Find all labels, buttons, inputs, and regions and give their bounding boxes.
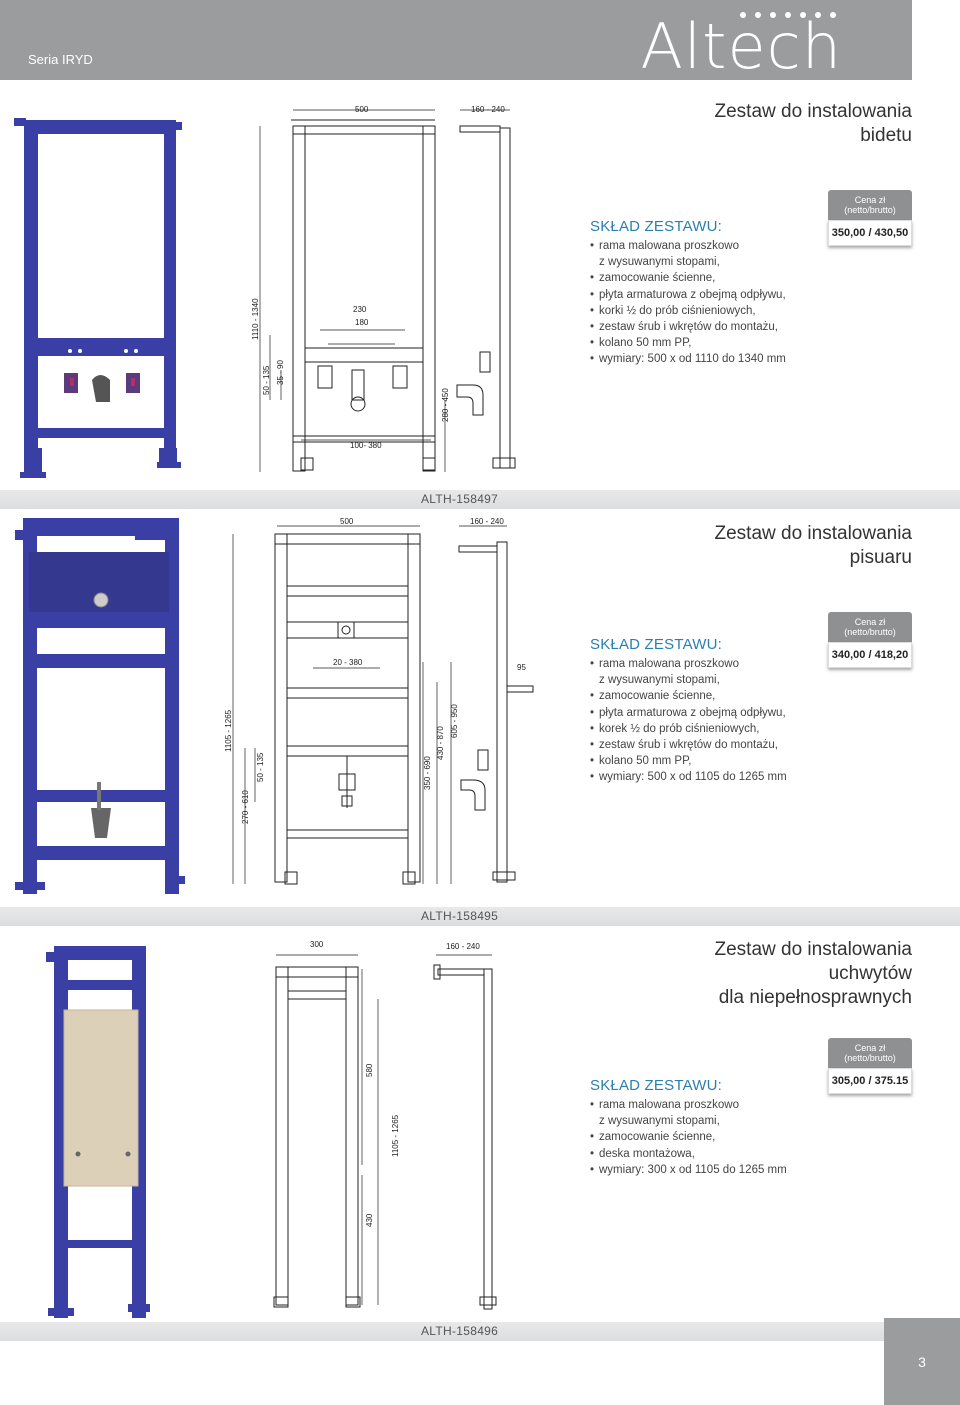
dim-d2: 50 - 135 <box>256 752 265 782</box>
list-item: rama malowana proszkowo <box>590 238 786 254</box>
brand-dots <box>740 12 836 18</box>
dim-height: 1105 - 1265 <box>391 1114 400 1157</box>
bidet-set: SKŁAD ZESTAWU: rama malowana proszkowo z… <box>590 218 786 368</box>
list-item: płyta armaturowa z obejmą odpływu, <box>590 705 787 721</box>
urinal-price-box: Cena zł (netto/brutto) 340,00 / 418,20 <box>828 612 912 668</box>
list-item: zamocowanie ścienne, <box>590 1129 787 1145</box>
page-number: 3 <box>884 1318 960 1405</box>
dim-width: 300 <box>310 940 324 949</box>
price-value: 340,00 / 418,20 <box>828 642 912 668</box>
bidet-frame-image <box>14 118 182 478</box>
list-item: zamocowanie ścienne, <box>590 270 786 286</box>
bidet-code-bar: ALTH-158497 <box>0 490 960 509</box>
grab-bar-code-bar: ALTH-158496 <box>0 1322 884 1341</box>
list-item: zamocowanie ścienne, <box>590 688 787 704</box>
dim-d2: 430 <box>365 1213 374 1227</box>
urinal-code-bar: ALTH-158495 <box>0 907 960 926</box>
grab-bar-set: SKŁAD ZESTAWU: rama malowana proszkowo z… <box>590 1077 787 1178</box>
brand-logo: Altech <box>640 10 842 83</box>
product-code: ALTH-158496 <box>421 1324 499 1338</box>
dim-d4: 180 <box>355 318 369 327</box>
dim-d4: 350 - 690 <box>423 756 432 790</box>
dim-depth: 160 - 240 <box>471 105 505 114</box>
grab-bar-frame-image <box>46 946 150 1318</box>
dim-depth: 160 - 240 <box>446 942 480 951</box>
urinal-set: SKŁAD ZESTAWU: rama malowana proszkowo z… <box>590 636 787 786</box>
dim-depth: 160 - 240 <box>470 517 504 526</box>
set-list: rama malowana proszkowo z wysuwanymi sto… <box>590 1097 787 1178</box>
dim-d1: 50 - 135 <box>262 365 271 395</box>
dim-d7: 95 <box>517 663 526 672</box>
bidet-title: Zestaw do instalowania bidetu <box>714 101 913 146</box>
price-label: Cena zł (netto/brutto) <box>828 190 912 220</box>
page-header: Seria IRYD Altech <box>0 0 912 83</box>
bidet-price-box: Cena zł (netto/brutto) 350,00 / 430,50 <box>828 190 912 246</box>
dim-width: 500 <box>355 105 369 114</box>
dim-d5: 430 - 870 <box>436 726 445 760</box>
price-label: Cena zł (netto/brutto) <box>828 1038 912 1068</box>
dim-width: 500 <box>340 517 354 526</box>
dim-height: 1110 - 1340 <box>251 298 260 340</box>
list-item: wymiary: 300 x od 1105 do 1265 mm <box>590 1162 787 1178</box>
dim-d5: 280 - 450 <box>441 388 450 422</box>
set-title: SKŁAD ZESTAWU: <box>590 218 722 235</box>
urinal-frame-image <box>15 518 185 894</box>
list-item: kolano 50 mm PP, <box>590 335 786 351</box>
price-value: 350,00 / 430,50 <box>828 220 912 246</box>
series-name: Seria IRYD <box>28 52 93 67</box>
dim-d1: 580 <box>365 1063 374 1077</box>
dim-d3: 20 - 380 <box>333 658 363 667</box>
dim-height: 1105 - 1265 <box>224 709 233 752</box>
set-title: SKŁAD ZESTAWU: <box>590 636 722 653</box>
list-item: rama malowana proszkowo <box>590 1097 787 1113</box>
urinal-technical-drawing: 500 160 - 240 1105 - 1265 270 - 610 50 -… <box>224 517 534 885</box>
list-item: wymiary: 500 x od 1105 do 1265 mm <box>590 769 787 785</box>
dim-d3: 230 <box>353 305 367 314</box>
product-code: ALTH-158495 <box>421 909 499 923</box>
set-list: rama malowana proszkowo z wysuwanymi sto… <box>590 656 787 786</box>
dim-d2: 35 - 90 <box>276 360 285 385</box>
list-item: z wysuwanymi stopami, <box>599 674 720 687</box>
dim-d1: 270 - 610 <box>241 790 250 824</box>
grab-bar-technical-drawing: 300 160 - 240 580 1105 - 1265 430 <box>273 940 497 1310</box>
list-item: płyta armaturowa z obejmą odpływu, <box>590 287 786 303</box>
dim-d6: 100- 380 <box>350 441 382 450</box>
set-list: rama malowana proszkowo z wysuwanymi sto… <box>590 238 786 368</box>
urinal-title: Zestaw do instalowania pisuaru <box>714 523 913 568</box>
list-item: rama malowana proszkowo <box>590 656 787 672</box>
product-code: ALTH-158497 <box>421 492 499 506</box>
list-item: wymiary: 500 x od 1110 do 1340 mm <box>590 351 786 367</box>
list-item: zestaw śrub i wkrętów do montażu, <box>590 319 786 335</box>
bidet-technical-drawing: 500 160 - 240 1110 - 1340 50 - 135 35 - … <box>251 105 516 472</box>
list-item: zestaw śrub i wkrętów do montażu, <box>590 737 787 753</box>
list-item: kolano 50 mm PP, <box>590 753 787 769</box>
grab-bar-price-box: Cena zł (netto/brutto) 305,00 / 375.15 <box>828 1038 912 1094</box>
set-title: SKŁAD ZESTAWU: <box>590 1077 722 1094</box>
price-label: Cena zł (netto/brutto) <box>828 612 912 642</box>
price-value: 305,00 / 375.15 <box>828 1068 912 1094</box>
list-item: korek ½ do prób ciśnieniowych, <box>590 721 787 737</box>
list-item: deska montażowa, <box>590 1146 787 1162</box>
dim-d6: 605 - 950 <box>450 704 459 738</box>
list-item: z wysuwanymi stopami, <box>599 1115 720 1128</box>
list-item: z wysuwanymi stopami, <box>599 256 720 269</box>
list-item: korki ½ do prób ciśnieniowych, <box>590 303 786 319</box>
grab-bar-title: Zestaw do instalowania uchwytów dla niep… <box>714 939 913 1008</box>
